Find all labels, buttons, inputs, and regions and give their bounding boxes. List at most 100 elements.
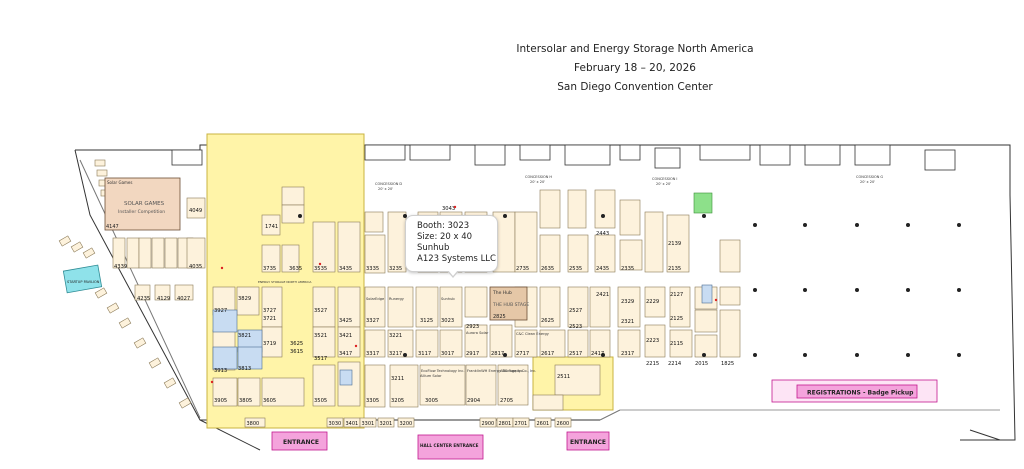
- booth-4339[interactable]: 4339: [114, 264, 127, 270]
- booth-3017[interactable]: 3017: [441, 351, 454, 357]
- booth-2635[interactable]: 2635: [541, 266, 554, 272]
- booth-3125[interactable]: 3125: [420, 318, 433, 324]
- bottom-booth-block[interactable]: [244, 417, 266, 428]
- booth-2535[interactable]: 2535: [569, 266, 582, 272]
- booth-block[interactable]: [666, 214, 690, 273]
- booth-3535[interactable]: 3535: [314, 266, 327, 272]
- booth-block[interactable]: [126, 237, 140, 269]
- bottom-booth-2601[interactable]: 2601: [537, 421, 550, 427]
- booth-block[interactable]: [694, 309, 718, 333]
- booth-block[interactable]: [236, 286, 260, 316]
- booth-2335[interactable]: 2335: [621, 266, 634, 272]
- booth-block[interactable]: [594, 234, 616, 273]
- booth-block[interactable]: [644, 324, 666, 358]
- booth-block[interactable]: [719, 309, 741, 358]
- booth-2215[interactable]: 2215: [646, 361, 659, 367]
- booth-block[interactable]: [281, 244, 300, 273]
- booth-block[interactable]: [134, 284, 151, 301]
- booth-3335[interactable]: 3335: [366, 266, 379, 272]
- booth-3417[interactable]: 3417: [339, 351, 352, 357]
- booth-block[interactable]: [261, 244, 281, 273]
- booth-2417[interactable]: 2417: [591, 351, 604, 357]
- booth-block[interactable]: [415, 329, 439, 358]
- the-hub[interactable]: The Hub THE HUB STAGE 2825: [489, 286, 529, 321]
- booth-2223[interactable]: 2223: [646, 338, 659, 344]
- booth-1825[interactable]: 1825: [721, 361, 734, 367]
- booth-2127[interactable]: 2127: [670, 292, 683, 298]
- booth-3821[interactable]: 3821: [238, 333, 251, 339]
- bottom-booth-2600[interactable]: 2600: [557, 421, 570, 427]
- booth-2135[interactable]: 2135: [668, 266, 681, 272]
- booth-4027[interactable]: 4027: [177, 296, 190, 302]
- bottom-booth-3030[interactable]: 3030: [329, 421, 342, 427]
- booth-block[interactable]: [669, 286, 691, 328]
- booth-2139[interactable]: 2139: [668, 241, 681, 247]
- booth-block[interactable]: [312, 326, 336, 358]
- booth-2115[interactable]: 2115: [670, 341, 683, 347]
- booth-block[interactable]: [186, 197, 206, 219]
- booth-block[interactable]: [589, 286, 611, 328]
- bottom-booth-block[interactable]: [326, 417, 344, 428]
- booth-2329[interactable]: 2329: [621, 299, 634, 305]
- booth-3527[interactable]: 3527: [314, 308, 327, 314]
- bottom-booth-3401[interactable]: 3401: [346, 421, 359, 427]
- booth-4035[interactable]: 4035: [189, 264, 202, 270]
- booth-4129[interactable]: 4129: [157, 296, 170, 302]
- registration-area[interactable]: REGISTRATIONS - Badge Pickup: [771, 379, 938, 403]
- booth-2817[interactable]: 2817: [491, 351, 504, 357]
- booth-block[interactable]: [719, 239, 741, 273]
- booth-4049[interactable]: 4049: [189, 208, 202, 214]
- bottom-booth-block[interactable]: [534, 417, 552, 428]
- booth-3435[interactable]: 3435: [339, 266, 352, 272]
- booth-block[interactable]: [567, 286, 589, 328]
- entrance-right[interactable]: ENTRANCE: [566, 431, 610, 451]
- booth-block[interactable]: [439, 329, 463, 358]
- booth-block[interactable]: [619, 199, 641, 236]
- bottom-booth-block[interactable]: [479, 417, 497, 428]
- booth-2229[interactable]: 2229: [646, 299, 659, 305]
- booth-block[interactable]: [112, 237, 126, 269]
- booth-3117[interactable]: 3117: [418, 351, 431, 357]
- booth-block[interactable]: [539, 234, 561, 273]
- bottom-booth-block[interactable]: [359, 417, 377, 428]
- booth-2904[interactable]: 2904: [467, 398, 481, 404]
- booth-block[interactable]: [464, 324, 488, 358]
- booth-2125[interactable]: 2125: [670, 316, 683, 322]
- booth-2435[interactable]: 2435: [596, 266, 609, 272]
- booth-block[interactable]: [694, 334, 718, 358]
- booth-2214[interactable]: 2214: [668, 361, 682, 367]
- booth-block[interactable]: [151, 237, 165, 269]
- booth-block[interactable]: [719, 286, 741, 306]
- booth-block[interactable]: [364, 329, 386, 358]
- booth-block[interactable]: [617, 329, 641, 358]
- booth-block[interactable]: [364, 211, 384, 233]
- booth-block[interactable]: [532, 394, 564, 411]
- booth-block[interactable]: [387, 329, 414, 358]
- booth-block[interactable]: [539, 329, 566, 358]
- booth-2317[interactable]: 2317: [621, 351, 634, 357]
- bottom-booth-block[interactable]: [554, 417, 572, 428]
- booth-3421[interactable]: 3421: [339, 333, 352, 339]
- booth-block[interactable]: [337, 326, 361, 358]
- booth-3317[interactable]: 3317: [366, 351, 379, 357]
- bottom-booth-3200[interactable]: 3200: [400, 421, 413, 427]
- booth-block[interactable]: [415, 286, 439, 328]
- booth-block[interactable]: [261, 214, 281, 236]
- booth-3735[interactable]: 3735: [263, 266, 276, 272]
- booth-1741[interactable]: 1741: [265, 224, 278, 230]
- booth-3805[interactable]: 3805: [239, 398, 252, 404]
- booth-2717[interactable]: 2717: [516, 351, 529, 357]
- booth-block[interactable]: [465, 364, 497, 406]
- booth-2917[interactable]: 2917: [466, 351, 479, 357]
- booth-3813[interactable]: 3813: [238, 366, 251, 372]
- solar-games-area[interactable]: Solar Games SOLAR GAMES Installer Compet…: [104, 177, 181, 231]
- booth-2527[interactable]: 2527: [569, 308, 582, 314]
- booth-block[interactable]: [589, 329, 611, 358]
- booth-block[interactable]: [554, 364, 601, 396]
- booth-block[interactable]: [619, 239, 643, 271]
- entrance-left[interactable]: ENTRANCE: [271, 431, 328, 451]
- bottom-booth-3201[interactable]: 3201: [380, 421, 393, 427]
- booth-3425[interactable]: 3425: [339, 318, 352, 324]
- booth-3023[interactable]: 3023: [441, 318, 454, 324]
